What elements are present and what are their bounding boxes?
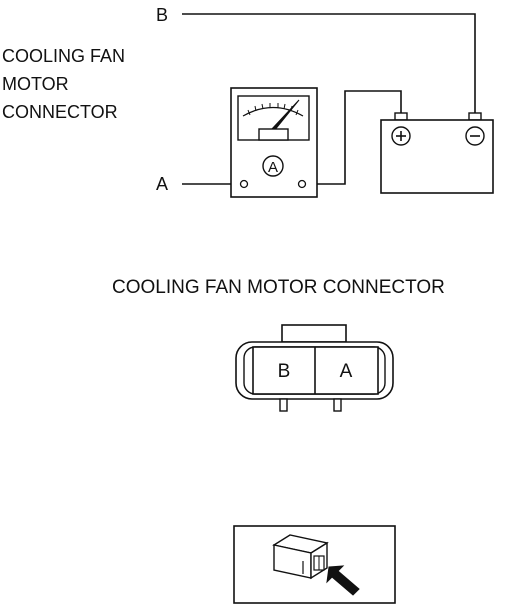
- connector-leg-left: [279, 398, 288, 412]
- battery-post-negative: [468, 112, 482, 121]
- ammeter-symbol-circle: [262, 155, 284, 177]
- connector-lock-tab: [281, 324, 347, 343]
- battery-post-positive: [394, 112, 408, 121]
- ammeter: A: [230, 87, 318, 198]
- connector-face-view: B A: [235, 324, 394, 412]
- connector-leg-right: [333, 398, 342, 412]
- battery: [380, 112, 494, 194]
- connector-view-title: COOLING FAN MOTOR CONNECTOR: [112, 277, 445, 298]
- ammeter-symbol-label: A: [268, 159, 278, 176]
- inset-view-arrow: [326, 565, 360, 596]
- ammeter-pivot: [258, 128, 289, 141]
- wire-ammeter-to-battery: [304, 90, 402, 185]
- connector-label-line-2: MOTOR: [2, 74, 69, 94]
- connector-pin-b-label: B: [278, 361, 291, 382]
- wire-b: [182, 13, 476, 116]
- ammeter-scale-arc: [242, 107, 304, 117]
- terminal-a-label: A: [156, 174, 169, 194]
- view-direction-inset: [233, 525, 396, 604]
- terminal-b-label: B: [156, 5, 169, 25]
- connector-pin-a-label: A: [340, 361, 353, 382]
- ammeter-terminal-left: [239, 179, 249, 189]
- connector-label-line-3: CONNECTOR: [2, 102, 118, 122]
- ammeter-terminal-right: [297, 179, 307, 189]
- connector-label-line-1: COOLING FAN: [2, 46, 126, 66]
